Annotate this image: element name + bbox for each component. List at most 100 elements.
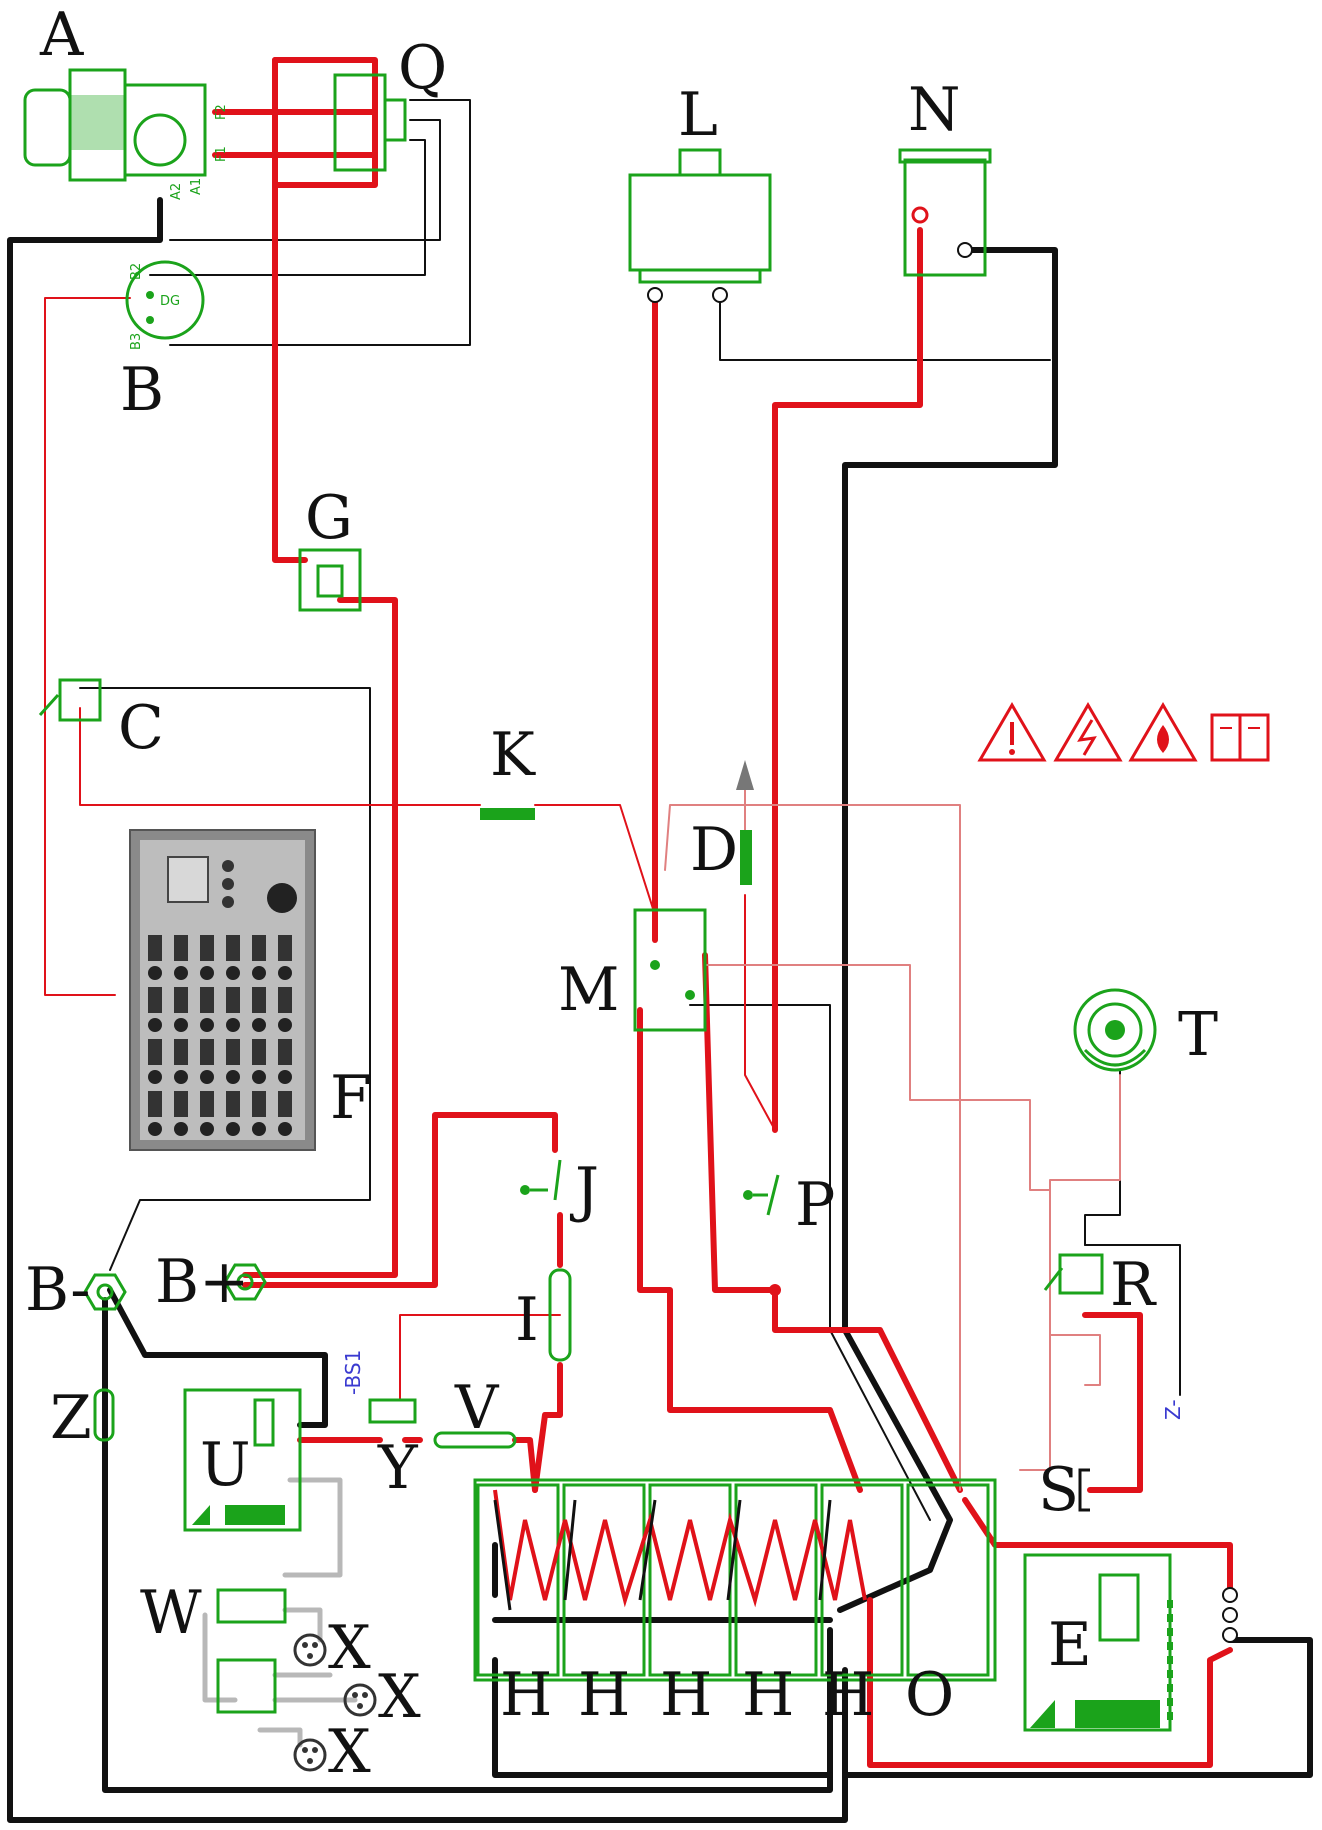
terminal-b-minus: [83, 1273, 127, 1311]
panel-switch: [200, 1091, 214, 1117]
label-h3: H: [660, 1660, 712, 1730]
panel-switch: [226, 935, 240, 961]
socket-x1: [293, 1633, 327, 1667]
bs1-wire: [399, 1314, 561, 1401]
panel-switch: [174, 1091, 188, 1117]
socket-x2: [343, 1683, 377, 1717]
fire-hazard-icon: [1128, 702, 1198, 762]
d-arrow-wire: [744, 894, 776, 1131]
relay-c: [38, 678, 102, 722]
q-to-b-wire: [169, 99, 471, 346]
m-to-s-pale-wire: [704, 964, 1051, 1191]
label-f: F: [330, 1063, 372, 1133]
panel-socket: [148, 966, 162, 980]
panel-socket: [278, 1122, 292, 1136]
control-unit-u: [183, 1388, 302, 1532]
fuse-z: [93, 1388, 115, 1442]
label-i: I: [515, 1285, 539, 1355]
bs1-text: -BS1: [341, 1350, 365, 1395]
label-c: C: [118, 693, 164, 763]
negative-return-wire: [102, 1297, 833, 1793]
panel-socket: [200, 1122, 214, 1136]
f1-text: F1: [214, 146, 229, 162]
b-to-f-wire: [44, 297, 131, 996]
relay-m: [633, 908, 707, 1032]
label-g: G: [305, 483, 353, 553]
label-n: N: [908, 75, 961, 145]
label-x2: X: [378, 1662, 421, 1732]
panel-socket: [174, 1122, 188, 1136]
panel-switch: [278, 1039, 292, 1065]
terminal-b-plus: [223, 1263, 267, 1301]
m-to-o-pale-wire: [664, 804, 961, 1491]
panel-socket: [148, 1070, 162, 1084]
label-r: R: [1110, 1250, 1157, 1320]
label-q: Q: [398, 33, 447, 103]
heater-black-bus: [492, 1542, 833, 1778]
z-minus-text: Z-: [1161, 1399, 1185, 1420]
panel-switch: [252, 935, 266, 961]
u-signal-wire: [202, 1477, 343, 1703]
panel-socket: [252, 1070, 266, 1084]
panel-socket: [226, 966, 240, 980]
label-j: J: [569, 1155, 599, 1225]
label-v: V: [454, 1373, 500, 1443]
r-to-s-wire: [1082, 1312, 1143, 1493]
fuse-holder-g: [298, 548, 362, 612]
q-side-wire: [149, 139, 426, 276]
panel-socket: [278, 1070, 292, 1084]
panel-socket: [252, 966, 266, 980]
panel-switch: [252, 1039, 266, 1065]
label-d: D: [690, 815, 738, 885]
main-negative-left-wire: [7, 197, 848, 1823]
panel-switch: [148, 1091, 162, 1117]
r-to-t-wire: [1084, 1069, 1121, 1246]
panel-socket: [226, 1122, 240, 1136]
panel-switch: [174, 1039, 188, 1065]
heater-bank: [473, 1478, 997, 1682]
panel-socket: [252, 1122, 266, 1136]
b3-text: B3: [129, 333, 144, 350]
label-h5: H: [822, 1660, 874, 1730]
l-to-n-wire: [719, 294, 1051, 361]
panel-switch: [252, 1091, 266, 1117]
relay-n: [898, 148, 992, 277]
label-b-minus: B-: [25, 1255, 90, 1325]
m-to-p-wire: [702, 952, 963, 1493]
panel-socket: [278, 966, 292, 980]
bplus-to-j-wire: [242, 1112, 558, 1288]
label-w: W: [140, 1578, 202, 1648]
panel-switch: [174, 935, 188, 961]
fuse-k: [480, 808, 535, 820]
dg-text: DG: [160, 294, 180, 309]
thin-red-wires: [44, 297, 1121, 1491]
label-u: U: [200, 1430, 251, 1500]
a1-text: A1: [189, 178, 204, 195]
label-h1: H: [500, 1660, 552, 1730]
panel-switch: [174, 987, 188, 1013]
panel-switch: [148, 935, 162, 961]
panel-socket: [148, 1122, 162, 1136]
panel-switch: [226, 987, 240, 1013]
heater-cell: [476, 1483, 560, 1677]
n-ground-wire: [837, 247, 1058, 1613]
e-lower-red-wire: [867, 1597, 1233, 1768]
fuse-v: [433, 1431, 517, 1449]
panel-switch: [200, 987, 214, 1013]
g-to-bplus-wire: [242, 597, 398, 1278]
q-loop-wire: [272, 57, 378, 188]
manual-book-icon: [1210, 713, 1270, 762]
capacitor-s: [1078, 1468, 1090, 1512]
controller-e: [1023, 1553, 1238, 1732]
m-to-heater-wire: [637, 1007, 863, 1493]
label-m: M: [558, 955, 619, 1025]
control-panel-f: [129, 829, 316, 1151]
panel-switch: [148, 987, 162, 1013]
heater-to-e-wire: [962, 1497, 1233, 1598]
v-to-heater-wire: [512, 1437, 538, 1493]
switch-p: [743, 1174, 781, 1296]
label-h4: H: [742, 1660, 794, 1730]
label-p: P: [795, 1170, 835, 1240]
component-labels: A Q L N B G C K D M T F J P B- B+ I R Z …: [25, 0, 1218, 1787]
connector-b: DG B2 B3: [125, 260, 205, 350]
